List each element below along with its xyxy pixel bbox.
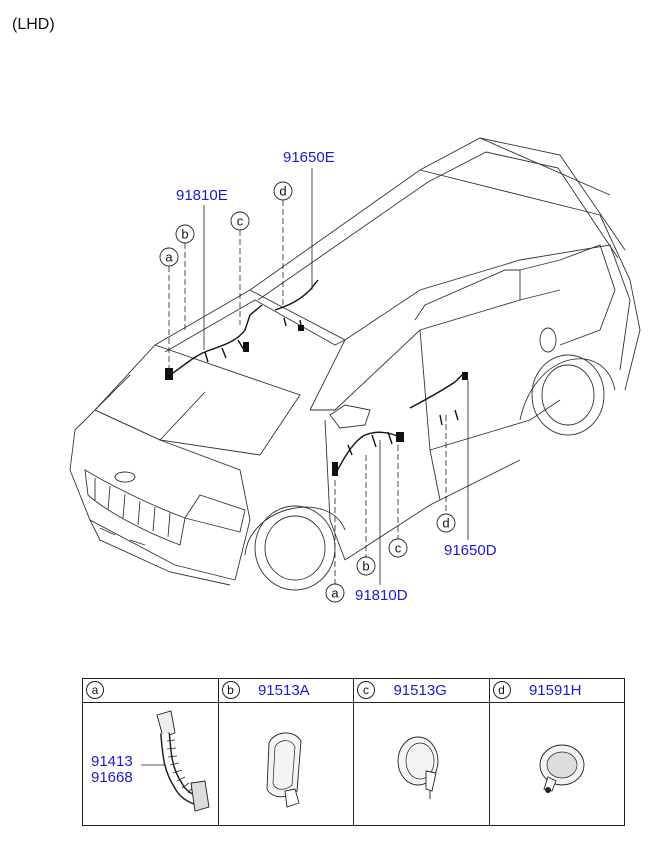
header-part-d: 91591H — [528, 681, 582, 699]
wiring-harness — [169, 279, 466, 476]
cell-c-grommet — [353, 702, 490, 826]
header-part-c: 91513G — [393, 681, 447, 699]
callout-a-bottom: a — [331, 586, 339, 601]
part-label-91650e: 91650E — [283, 149, 335, 166]
grommet-b-illustration — [266, 732, 301, 808]
callout-d-top: d — [279, 184, 286, 199]
part-label-91650d: 91650D — [444, 542, 497, 559]
header-cell-b: b 91513A — [217, 678, 354, 703]
part-number-a-2: 91668 — [91, 769, 133, 786]
callout-c-bottom: c — [395, 541, 402, 556]
callout-d-bottom: d — [442, 516, 449, 531]
header-cell-d: d 91591H — [488, 678, 625, 703]
connectors — [165, 325, 468, 476]
callout-b-bottom: b — [362, 559, 369, 574]
vehicle-wiring-diagram: a b c d a b c d 91650E 91810E 91650D 918… — [69, 137, 641, 604]
cell-a-grommet-harness: 91413 91668 — [82, 702, 219, 826]
parts-table-header: a b 91513A c 91513G d 91591H — [82, 678, 625, 703]
grommet-c-illustration — [397, 736, 439, 799]
callout-circles — [159, 181, 456, 603]
parts-table-body: 91413 91668 — [82, 702, 625, 826]
grommet-d-illustration — [539, 744, 584, 793]
callout-a-header: a — [86, 681, 104, 700]
callout-a-top: a — [165, 250, 173, 265]
lhd-label: (LHD) — [12, 16, 55, 33]
header-cell-c: c 91513G — [353, 678, 490, 703]
part-label-91810e: 91810E — [176, 187, 228, 204]
callout-b-header: b — [221, 681, 240, 700]
vehicle-outline — [69, 137, 641, 591]
parts-table: a b 91513A c 91513G d 91591H 91413 91668 — [82, 678, 625, 826]
cell-d-grommet — [488, 702, 625, 826]
header-cell-a: a — [82, 678, 219, 703]
grommet-harness-illustration — [141, 710, 210, 812]
callout-c-header: c — [357, 681, 375, 700]
leader-lines — [203, 168, 469, 585]
header-part-b: 91513A — [257, 681, 310, 699]
callout-c-top: c — [237, 214, 244, 229]
callout-b-top: b — [181, 227, 188, 242]
callout-d-header: d — [492, 681, 511, 700]
part-label-91810d: 91810D — [355, 587, 408, 604]
part-number-a-1: 91413 — [91, 753, 133, 770]
cell-b-grommet — [217, 702, 354, 826]
callout-dash-lines — [168, 200, 447, 585]
